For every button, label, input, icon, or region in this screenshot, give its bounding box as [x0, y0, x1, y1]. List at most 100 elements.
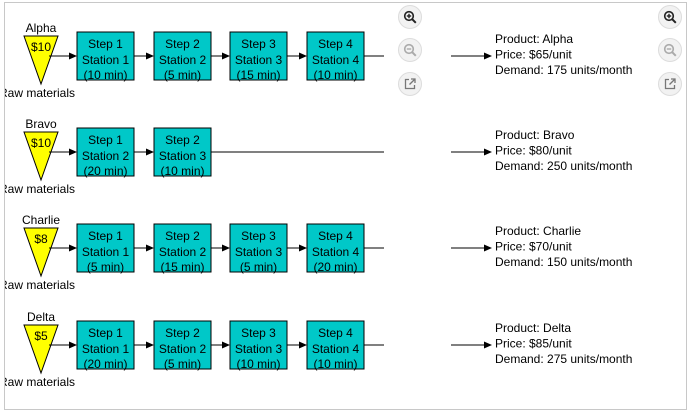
flow-arrow-head	[69, 52, 77, 60]
raw-material-triangle	[23, 324, 59, 375]
raw-material-cost-label: $10	[31, 136, 51, 150]
step-time-label: (20 min)	[83, 164, 127, 178]
product-info-line: Demand: 275 units/month	[495, 352, 632, 366]
flow-arrow-head	[299, 341, 307, 349]
zoom-out-icon	[403, 43, 417, 57]
step-label: Step 3	[241, 37, 276, 51]
flow-arrow-head	[146, 52, 154, 60]
step-label: Step 3	[241, 229, 276, 243]
step-label: Step 1	[88, 37, 123, 51]
raw-material-cost-label: $5	[34, 329, 48, 343]
product-info-line: Price: $65/unit	[495, 48, 572, 62]
step-label: Step 4	[318, 326, 353, 340]
zoom-in-icon	[403, 10, 417, 24]
raw-material-cost-label: $8	[34, 232, 48, 246]
product-info-line: Price: $85/unit	[495, 337, 572, 351]
product-info-line: Demand: 175 units/month	[495, 63, 632, 77]
step-time-label: (20 min)	[83, 357, 127, 371]
process-step-box	[76, 127, 135, 177]
step-time-label: (10 min)	[160, 164, 204, 178]
flow-arrow-head	[69, 148, 77, 156]
flow-arrow-head	[299, 52, 307, 60]
process-step-box	[306, 223, 365, 273]
step-label: Step 3	[241, 326, 276, 340]
open-external-button-left[interactable]	[398, 72, 422, 96]
flow-arrow-head	[222, 244, 230, 252]
zoom-out-button-right[interactable]	[658, 38, 682, 62]
station-label: Station 3	[235, 245, 283, 259]
product-info-line: Demand: 150 units/month	[495, 255, 632, 269]
station-label: Station 2	[159, 53, 207, 67]
process-step-box	[153, 320, 212, 370]
zoom-in-icon	[663, 10, 677, 24]
flow-arrow-head	[146, 148, 154, 156]
product-info-line: Price: $80/unit	[495, 144, 572, 158]
step-label: Step 2	[165, 37, 200, 51]
open-external-icon	[664, 78, 676, 90]
product-info-line: Demand: 250 units/month	[495, 159, 632, 173]
process-step-box	[306, 31, 365, 81]
step-label: Step 2	[165, 133, 200, 147]
open-external-button-right[interactable]	[658, 72, 682, 96]
zoom-out-icon	[663, 43, 677, 57]
step-label: Step 1	[88, 133, 123, 147]
station-label: Station 1	[82, 245, 130, 259]
step-label: Step 4	[318, 229, 353, 243]
process-step-box	[229, 223, 288, 273]
step-time-label: (5 min)	[164, 357, 201, 371]
step-time-label: (10 min)	[236, 357, 280, 371]
product-info-line: Product: Delta	[495, 321, 571, 335]
step-time-label: (5 min)	[164, 68, 201, 82]
step-label: Step 2	[165, 326, 200, 340]
output-arrow-head	[484, 341, 492, 349]
raw-materials-label: Raw materials	[5, 375, 75, 389]
product-info-line: Product: Bravo	[495, 128, 575, 142]
zoom-in-button-left[interactable]	[398, 5, 422, 29]
station-label: Station 3	[159, 149, 207, 163]
output-arrow-head	[484, 148, 492, 156]
process-step-box	[306, 320, 365, 370]
process-step-box	[153, 127, 212, 177]
step-time-label: (15 min)	[236, 68, 280, 82]
step-label: Step 4	[318, 37, 353, 51]
raw-materials-label: Raw materials	[5, 86, 75, 100]
zoom-in-button-right[interactable]	[658, 5, 682, 29]
station-label: Station 3	[235, 342, 283, 356]
product-name-label: Charlie	[22, 213, 60, 227]
process-step-box	[153, 31, 212, 81]
raw-materials-label: Raw materials	[5, 278, 75, 292]
step-time-label: (10 min)	[83, 68, 127, 82]
process-step-box	[76, 223, 135, 273]
raw-material-cost-label: $10	[31, 40, 51, 54]
process-step-box	[229, 31, 288, 81]
product-name-label: Alpha	[26, 21, 57, 35]
station-label: Station 3	[235, 53, 283, 67]
output-arrow-head	[484, 52, 492, 60]
step-label: Step 1	[88, 326, 123, 340]
raw-material-triangle	[23, 131, 59, 182]
station-label: Station 2	[159, 245, 207, 259]
raw-material-triangle	[23, 227, 59, 278]
process-step-box	[229, 320, 288, 370]
open-external-icon	[404, 78, 416, 90]
flow-arrow-head	[146, 341, 154, 349]
raw-material-triangle	[23, 35, 59, 86]
station-label: Station 1	[82, 342, 130, 356]
process-step-box	[153, 223, 212, 273]
station-label: Station 1	[82, 53, 130, 67]
process-step-box	[76, 320, 135, 370]
step-time-label: (10 min)	[313, 357, 357, 371]
flow-arrow-head	[146, 244, 154, 252]
step-time-label: (5 min)	[240, 260, 277, 274]
station-label: Station 2	[82, 149, 130, 163]
output-arrow-head	[484, 244, 492, 252]
station-label: Station 4	[312, 342, 360, 356]
zoom-out-button-left[interactable]	[398, 38, 422, 62]
station-label: Station 2	[159, 342, 207, 356]
product-info-line: Price: $70/unit	[495, 240, 572, 254]
station-label: Station 4	[312, 245, 360, 259]
product-name-label: Delta	[27, 310, 55, 324]
flow-arrow-head	[69, 244, 77, 252]
